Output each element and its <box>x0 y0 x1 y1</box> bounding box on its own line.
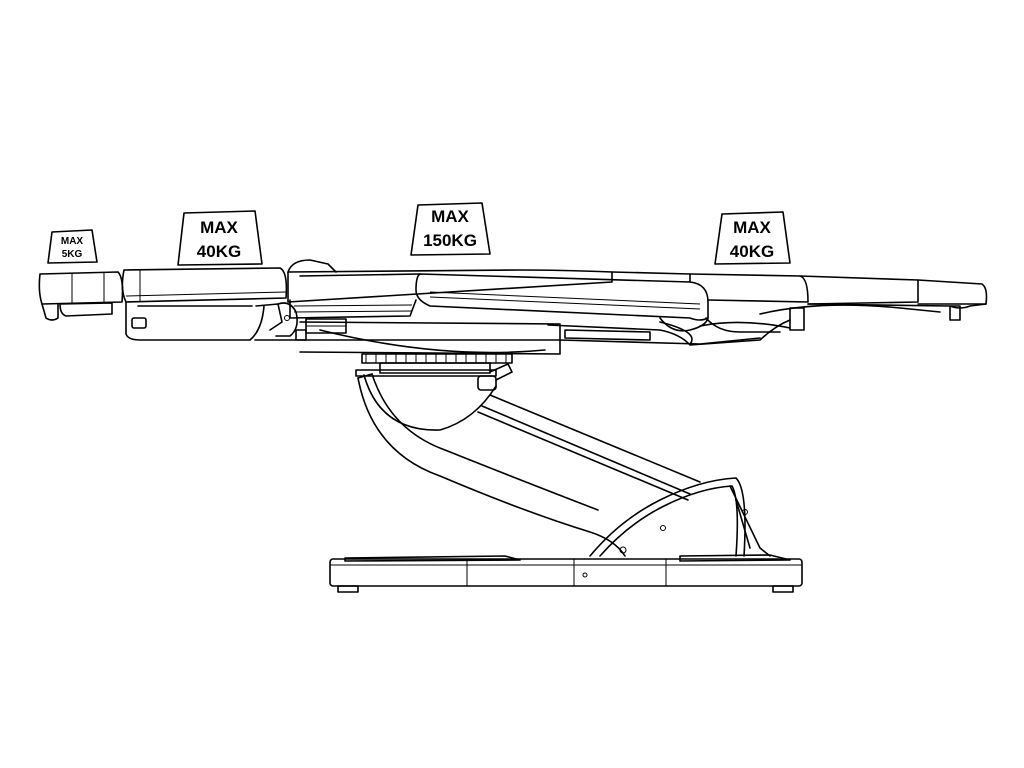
leg-rest <box>611 271 988 331</box>
leg-load-line-1: MAX <box>733 218 771 237</box>
lift-mechanism <box>357 363 771 557</box>
leg-load-tag: MAX 40KG <box>714 211 791 265</box>
chair-base <box>329 554 803 593</box>
back-load-line-2: 40KG <box>197 242 241 261</box>
head-load-line-1: MAX <box>61 236 84 247</box>
seat-load-line-1: MAX <box>431 207 469 226</box>
back-load-line-1: MAX <box>200 218 238 237</box>
leg-load-line-2: 40KG <box>730 242 774 261</box>
swivel-plate <box>355 353 513 377</box>
headrest <box>38 271 124 321</box>
head-load-tag: MAX 5KG <box>47 229 98 264</box>
back-load-tag: MAX 40KG <box>177 210 263 266</box>
head-load-line-2: 5KG <box>62 249 83 260</box>
seat-load-tag: MAX 150KG <box>410 202 491 256</box>
seat-load-line-2: 150KG <box>423 231 477 250</box>
under-frame <box>254 318 791 355</box>
backrest <box>121 267 307 341</box>
seat-section <box>287 259 781 333</box>
